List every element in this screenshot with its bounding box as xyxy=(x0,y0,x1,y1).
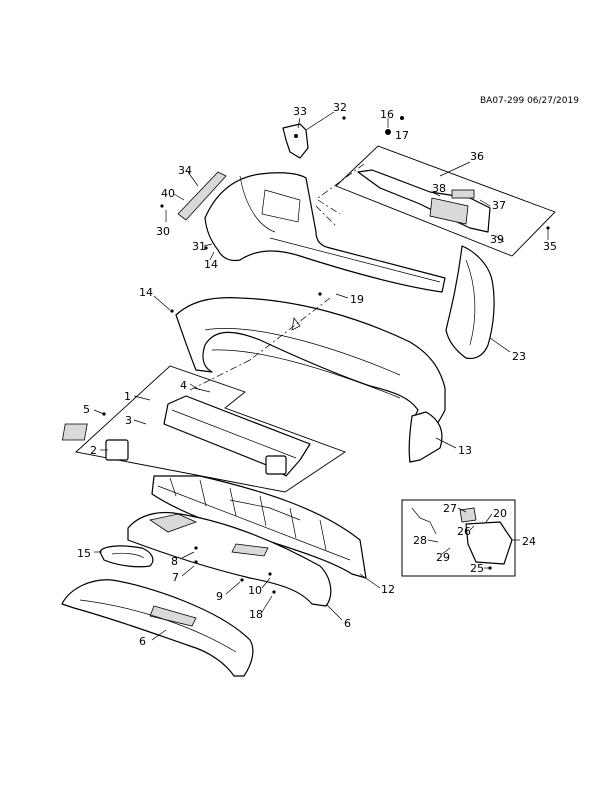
fasteners xyxy=(102,116,550,594)
right-side-panel-23 xyxy=(445,245,495,360)
callout-1: 1 xyxy=(124,390,131,403)
callout-14-left: 14 xyxy=(139,286,153,299)
callout-12: 12 xyxy=(381,583,395,596)
callout-27: 27 xyxy=(443,502,457,515)
lower-diffuser-upper-6 xyxy=(127,511,332,607)
guide-line xyxy=(249,297,331,361)
callout-20: 20 xyxy=(493,507,507,520)
lower-grille-frame-12 xyxy=(151,475,367,579)
callout-39: 39 xyxy=(490,233,504,246)
callout-35: 35 xyxy=(543,240,557,253)
callout-40: 40 xyxy=(161,187,175,200)
upper-bumper-fascia xyxy=(175,297,446,463)
callout-26: 26 xyxy=(457,525,471,538)
upper-left-cover xyxy=(204,172,446,293)
diagram-reference-code: BA07-299 06/27/2019 xyxy=(480,96,579,106)
left-side-strip xyxy=(177,171,227,221)
callout-6-right: 6 xyxy=(344,617,351,630)
callout-33: 33 xyxy=(293,105,307,118)
callout-17: 17 xyxy=(395,129,409,142)
mounting-bracket-33 xyxy=(282,123,309,159)
callout-34: 34 xyxy=(178,164,192,177)
callout-13: 13 xyxy=(458,444,472,457)
callout-9: 9 xyxy=(216,590,223,603)
callout-28: 28 xyxy=(413,534,427,547)
callout-32: 32 xyxy=(333,101,347,114)
trim-ring-15 xyxy=(99,545,154,568)
callout-29: 29 xyxy=(436,551,450,564)
callout-25: 25 xyxy=(470,562,484,575)
callout-19: 19 xyxy=(350,293,364,306)
guide-line xyxy=(317,199,341,215)
callout-18: 18 xyxy=(249,608,263,621)
guide-line xyxy=(317,163,365,199)
lower-skid-plate-6 xyxy=(61,579,254,677)
callout-31: 31 xyxy=(192,240,206,253)
sensor-kit-box-24 xyxy=(401,499,516,577)
lower-right-corner-13 xyxy=(408,411,443,463)
callout-4: 4 xyxy=(180,379,187,392)
callout-16: 16 xyxy=(380,108,394,121)
plate-36 xyxy=(335,145,556,257)
callout-14-upper: 14 xyxy=(204,258,218,271)
callout-23: 23 xyxy=(512,350,526,363)
callout-8: 8 xyxy=(171,555,178,568)
callout-10: 10 xyxy=(248,584,262,597)
callout-38: 38 xyxy=(432,182,446,195)
guide-line xyxy=(315,205,337,227)
callout-37: 37 xyxy=(492,199,506,212)
leader-lines xyxy=(93,111,549,641)
callout-15: 15 xyxy=(77,547,91,560)
plate-1 xyxy=(61,365,346,493)
callout-36: 36 xyxy=(470,150,484,163)
callout-3: 3 xyxy=(125,414,132,427)
callout-2: 2 xyxy=(90,444,97,457)
callout-7: 7 xyxy=(172,571,179,584)
guide-line xyxy=(189,359,251,391)
callout-24: 24 xyxy=(522,535,536,548)
callout-30: 30 xyxy=(156,225,170,238)
callout-5: 5 xyxy=(83,403,90,416)
callout-6-left: 6 xyxy=(139,635,146,648)
callout-labels: 33 32 16 17 36 38 37 39 35 34 40 30 31 1… xyxy=(77,101,557,648)
